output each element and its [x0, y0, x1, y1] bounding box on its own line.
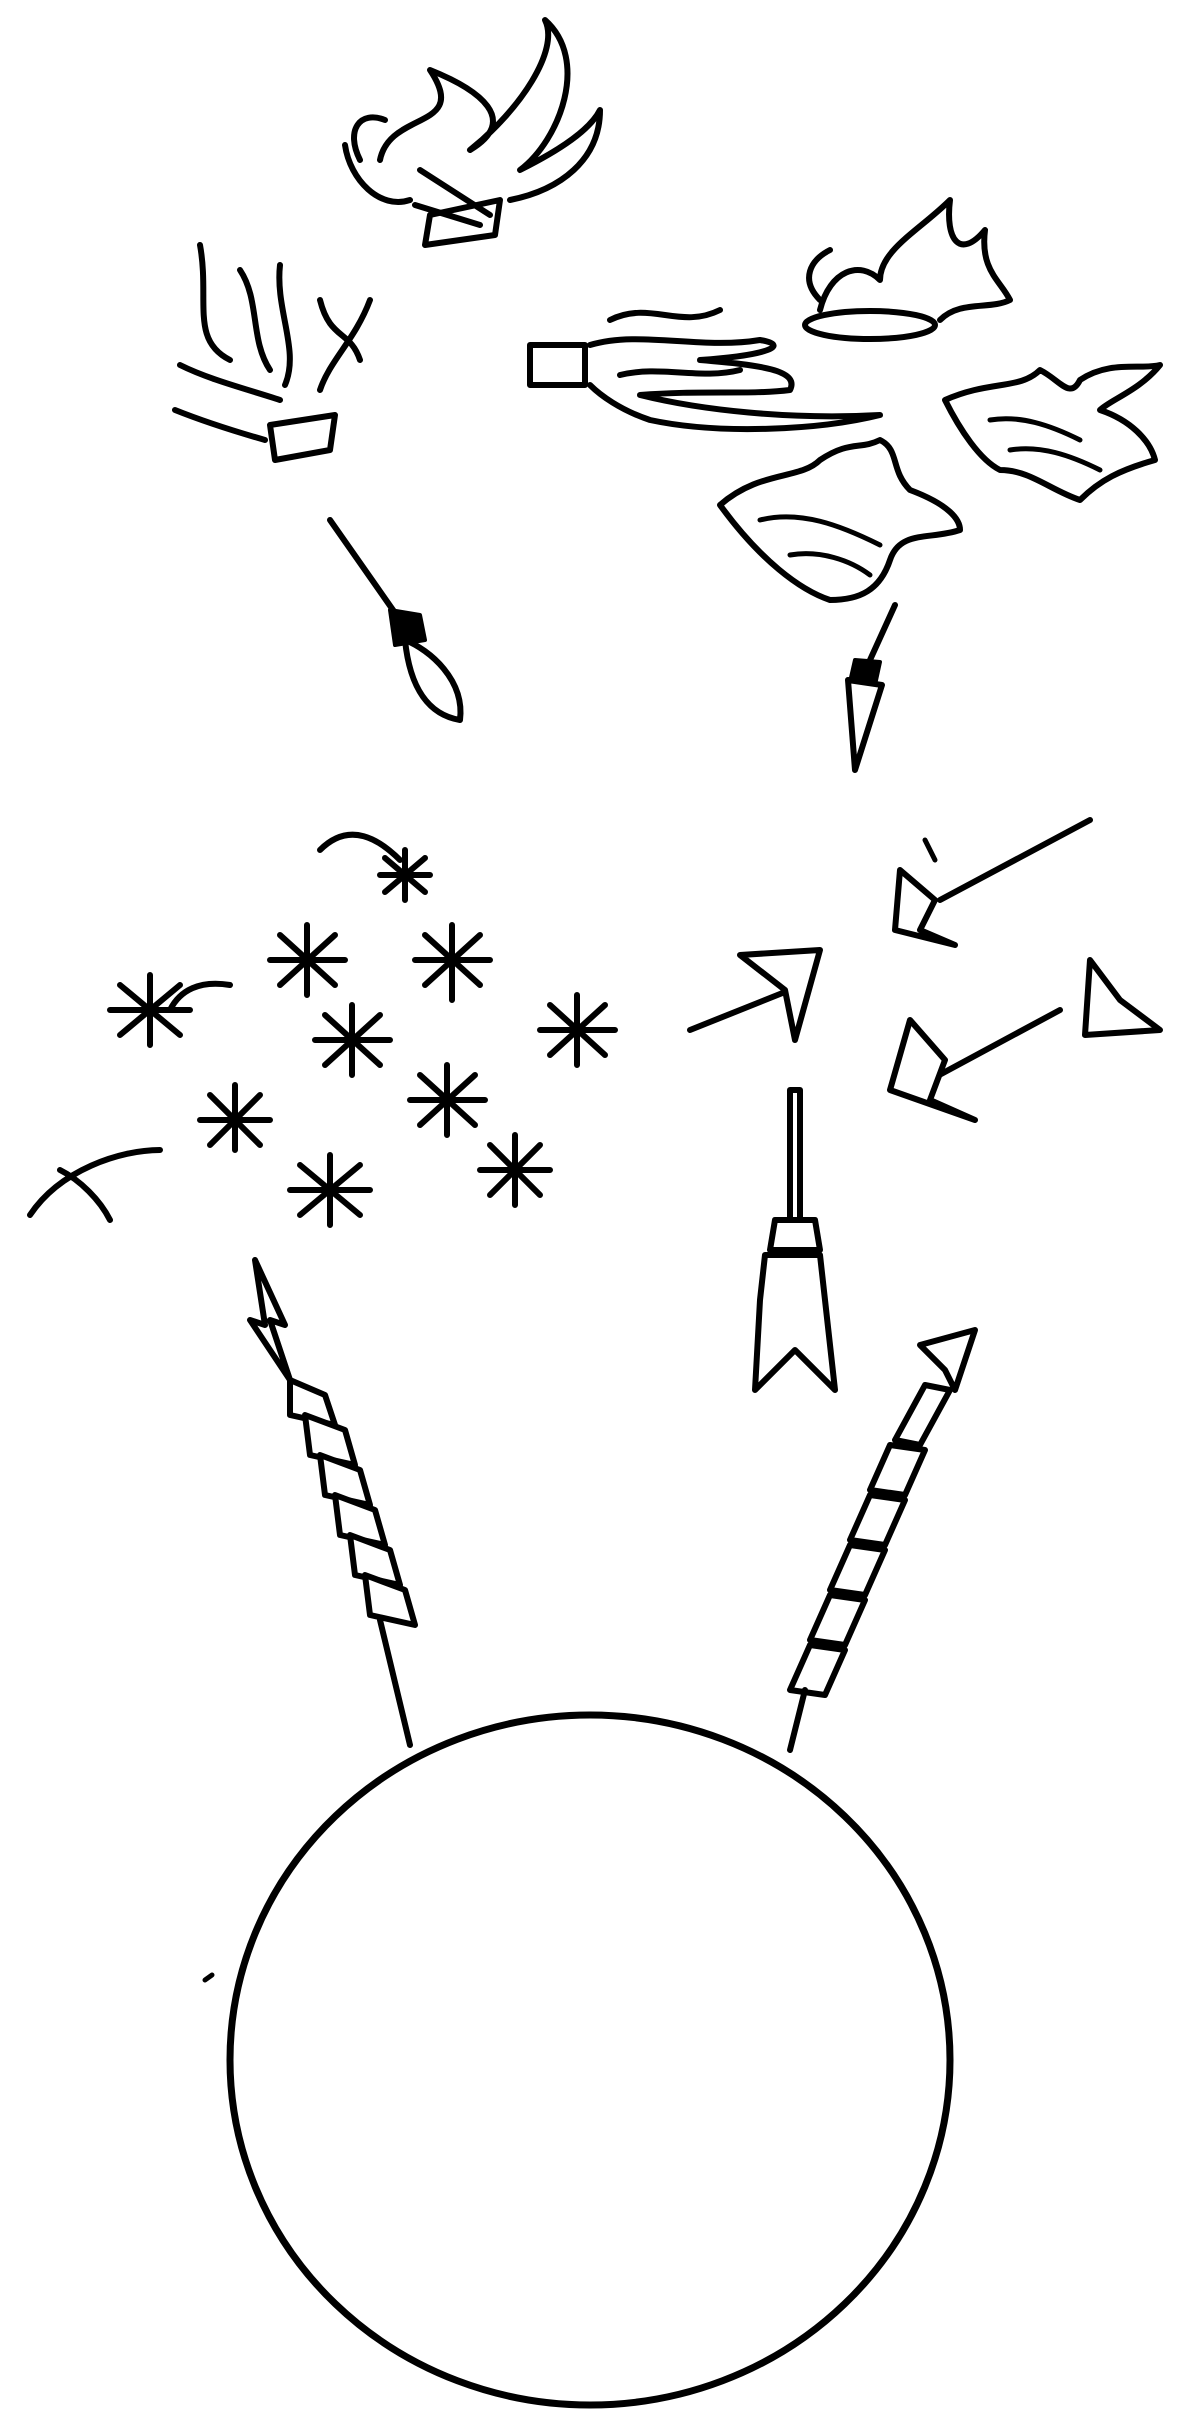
fire-lower-right: [720, 440, 960, 600]
rocket-chain-left: [250, 1260, 415, 1745]
globe: [205, 1715, 950, 2405]
rocket-left: [330, 520, 460, 720]
rocket-center: [755, 1090, 835, 1390]
arrow-cluster: [690, 820, 1160, 1120]
fire-tube-right: [530, 310, 880, 429]
star-cluster: [30, 835, 615, 1225]
rocket-right: [848, 605, 895, 770]
fire-right: [945, 365, 1160, 500]
fire-ring-right: [805, 200, 1010, 339]
rocket-chain-right: [790, 1330, 975, 1750]
fire-pot-left: [175, 245, 370, 460]
fire-pot-top: [345, 20, 600, 245]
